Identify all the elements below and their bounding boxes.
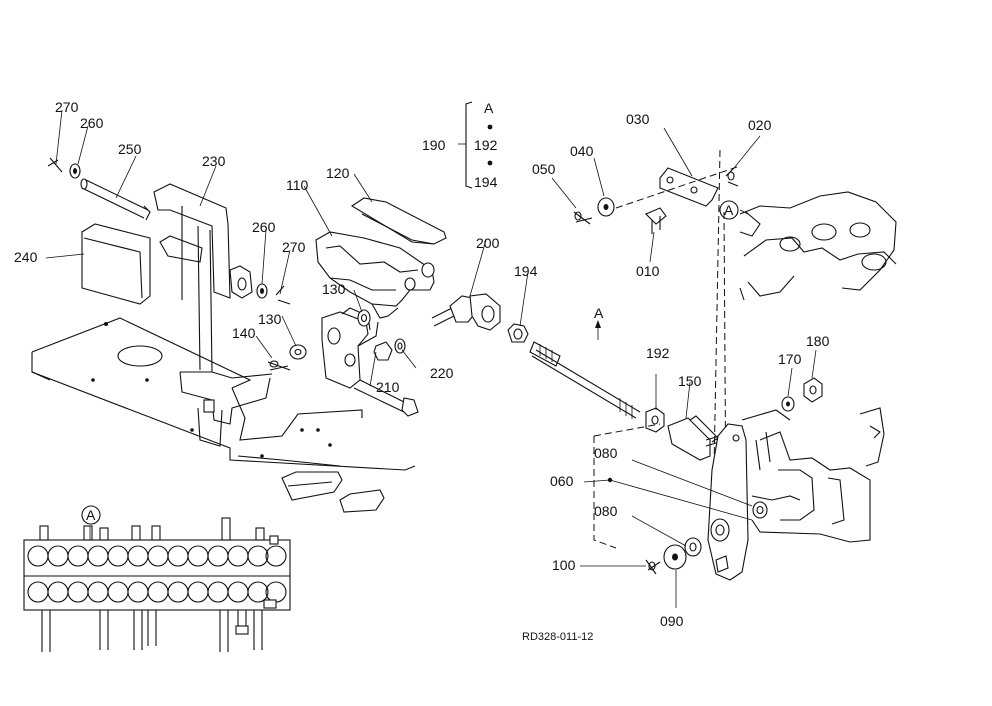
label-010: 010: [636, 263, 660, 279]
bushing-130: [357, 309, 371, 327]
label-260-mid: 260: [252, 219, 276, 235]
plate-030: [659, 167, 719, 207]
rod-end-200: [431, 293, 501, 331]
nut-180: [803, 377, 823, 403]
circle-ref-a-lower: [81, 505, 101, 525]
label-270-mid: 270: [282, 239, 306, 255]
label-rod-a: A: [594, 305, 604, 321]
washer-260-right: [256, 283, 268, 299]
label-270-top: 270: [55, 99, 79, 115]
valve-body-top: [739, 191, 897, 301]
label-120: 120: [326, 165, 350, 181]
label-190: 190: [422, 137, 446, 153]
pedal-bracket-130: [321, 307, 379, 389]
reference-dot-060: [607, 477, 613, 483]
valve-spools-bottom: [27, 581, 287, 603]
valve-fittings-top: [39, 517, 279, 545]
pin-270-left: [47, 157, 63, 173]
washer-260-left: [69, 163, 81, 179]
label-030: 030: [626, 111, 650, 127]
subassembly-box-060: [593, 423, 661, 549]
label-194: 194: [514, 263, 538, 279]
valve-pipes-bottom: [41, 599, 277, 652]
label-250: 250: [118, 141, 142, 157]
label-group-a: A: [484, 100, 494, 116]
bushing-080-upper: [752, 501, 768, 519]
valve-spools-top: [27, 545, 287, 567]
lever-060: [707, 423, 749, 581]
rod-A: [529, 341, 641, 419]
label-140: 140: [232, 325, 256, 341]
nut-220: [373, 338, 406, 361]
label-050: 050: [532, 161, 556, 177]
boss-pedal: [229, 265, 253, 299]
control-valve-bank: [23, 517, 291, 652]
label-040: 040: [570, 143, 594, 159]
label-240: 240: [14, 249, 38, 265]
label-110: 110: [286, 177, 309, 193]
pin-050: [573, 211, 593, 225]
bushing-080-lower: [684, 537, 702, 557]
label-circle-a-upper: A: [724, 202, 734, 218]
drawing-code: RD328-011-12: [522, 631, 593, 643]
stud-210: [353, 379, 419, 417]
label-220: 220: [430, 365, 454, 381]
label-210: 210: [376, 379, 400, 395]
label-130-upper: 130: [322, 281, 346, 297]
label-170: 170: [778, 351, 802, 367]
pin-100: [645, 559, 661, 575]
pedal-arm-230: [153, 183, 273, 447]
label-192-group: 192: [474, 137, 498, 153]
label-260-top: 260: [80, 115, 104, 131]
nut-192: [645, 407, 665, 433]
arrow-head-A: [595, 320, 601, 328]
part-labels: 270 260 250 230 240 260 270 130 130 140 …: [14, 99, 830, 643]
label-200: 200: [476, 235, 500, 251]
label-192: 192: [646, 345, 670, 361]
label-180: 180: [806, 333, 830, 349]
pedal-pad-240: [81, 223, 151, 305]
leader-lines: [45, 109, 817, 608]
label-080-upper: 080: [594, 445, 618, 461]
washer-040: [597, 197, 615, 217]
label-100: 100: [552, 557, 576, 573]
pin-270-right: [275, 285, 291, 305]
label-130-lower: 130: [258, 311, 282, 327]
label-080-lower: 080: [594, 503, 618, 519]
cotter-pin-140: [267, 360, 291, 371]
pedal-shaft-250: [80, 178, 151, 221]
label-090: 090: [660, 613, 684, 629]
washer-090: [663, 544, 687, 570]
label-150: 150: [678, 373, 702, 389]
label-194-group: 194: [474, 174, 498, 190]
bolt-010: [645, 207, 667, 234]
circle-ref-a-upper: [719, 200, 739, 220]
label-060: 060: [550, 473, 574, 489]
label-230: 230: [202, 153, 226, 169]
base-plate: [31, 317, 416, 513]
valve-body-right: [741, 407, 885, 543]
group-bracket-190: [458, 101, 493, 189]
label-circle-a-lower: A: [86, 507, 96, 523]
nut-194: [507, 323, 529, 343]
washer-140: [289, 344, 307, 360]
pedal-110: [315, 231, 435, 319]
label-020: 020: [748, 117, 772, 133]
pedal-pad-120: [350, 197, 447, 245]
pin-020: [725, 167, 739, 187]
washer-170: [781, 396, 795, 412]
